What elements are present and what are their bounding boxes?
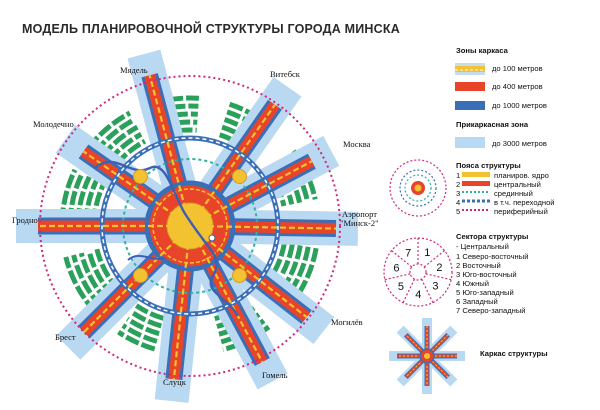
legend-3000m-label: до 3000 метров <box>492 139 547 148</box>
label-mogilev: Могилёв <box>331 317 363 327</box>
legend-sector-7: 7 Северо-западный <box>456 306 526 315</box>
legend-frame-structure-title: Каркас структуры <box>480 349 548 358</box>
green-zone-arc-4-2 <box>276 244 303 297</box>
label-brest: Брест <box>55 332 76 342</box>
label-vitebsk: Витебск <box>270 69 300 79</box>
mini-sector-number-7: 7 <box>405 247 411 259</box>
legend-frame-zones-title: Зоны каркаса <box>456 46 508 55</box>
axis-100m-slutsk <box>172 225 192 380</box>
mini-sector-number-2: 2 <box>436 262 442 274</box>
mini-sector-number-1: 1 <box>424 247 430 259</box>
sub-center-node-3 <box>231 267 247 283</box>
label-gomel: Гомель <box>262 370 288 380</box>
legend-belt-1-num: 1 <box>456 171 461 180</box>
legend-sector-3: 3 Юго-восточный <box>456 270 517 279</box>
label-slutsk: Слуцк <box>163 377 186 387</box>
legend-belt-2-label: центральный <box>494 180 541 189</box>
legend-100m-label: до 100 метров <box>492 64 543 73</box>
legend-belts-title: Пояса структуры <box>456 161 521 170</box>
legend-sector-central: - Центральный <box>456 242 509 251</box>
mini-sector-divider-3 <box>425 273 452 281</box>
mini-sector-divider-4 <box>420 278 434 303</box>
mini-sectors-center <box>409 263 427 281</box>
label-airport: Аэропорт <box>342 209 377 219</box>
legend-3000m-swatch <box>455 137 485 148</box>
mini-belt-core <box>414 184 422 192</box>
legend-belt-4-num: 4 <box>456 198 461 207</box>
legend-belt-5-num: 5 <box>456 207 461 216</box>
legend-belt-4-label: в т.ч. переходной <box>494 198 555 207</box>
green-zone-arc-6-2 <box>126 316 160 337</box>
label-grodno: Гродно <box>12 215 38 225</box>
legend-100m-swatch <box>455 66 485 72</box>
legend-sector-4: 4 Южный <box>456 279 489 288</box>
sub-center-node-2 <box>231 169 247 185</box>
label-moskva: Москва <box>343 139 371 149</box>
core-marker <box>208 234 216 242</box>
mini-sector-divider-6 <box>384 273 411 281</box>
legend-sector-5: 5 Юго-западный <box>456 288 514 297</box>
legend-sector-6: 6 Западный <box>456 297 498 306</box>
green-zone-arc-6-1 <box>130 310 163 329</box>
label-molodechno: Молодечно <box>33 119 74 129</box>
axis-100m-myadel <box>148 75 192 227</box>
mini-sectors-outer <box>383 237 453 307</box>
mini-belt-peripheral <box>389 159 447 217</box>
green-zone-arc-6-4 <box>117 330 156 352</box>
mini-belt-transitional <box>399 169 437 207</box>
belt-transitional-dash <box>101 137 279 315</box>
legend-sector-1: 1 Северо-восточный <box>456 252 529 261</box>
center-nodes <box>133 169 247 283</box>
axis-100m-vitebsk <box>189 104 276 227</box>
axis-100m-gomel <box>189 225 264 363</box>
sub-center-node-1 <box>133 169 149 185</box>
legend-belt-3-label: срединный <box>494 189 533 198</box>
legend-1000m-label: до 1000 метров <box>492 101 547 110</box>
legend-400m-swatch <box>455 82 485 91</box>
mini-frame-core <box>424 353 430 359</box>
mini-belt-middle <box>404 174 432 202</box>
legend-sectors-title: Сектора структуры <box>456 232 529 241</box>
axis-100m-airport <box>189 224 336 230</box>
legend-belt-5-label: периферийный <box>494 207 548 216</box>
mini-sector-number-6: 6 <box>393 262 399 274</box>
mini-sector-divider-5 <box>402 278 416 303</box>
axis-100m-mogilev <box>189 225 308 318</box>
legend-belt-2-sample <box>462 181 490 186</box>
legend-sector-2: 2 Восточный <box>456 261 501 270</box>
legend-belt-3-num: 3 <box>456 189 461 198</box>
river-tributary <box>127 255 166 261</box>
mini-sector-number-5: 5 <box>398 281 404 293</box>
mini-sector-number-3: 3 <box>432 280 438 292</box>
legend-belt-1-sample <box>462 172 490 177</box>
legend-suburban-zone-title: Прикаркасная зона <box>456 120 529 129</box>
axis-100m-moskva <box>189 160 313 227</box>
legend-belt-1-label: планиров. ядро <box>494 171 549 180</box>
mini-sector-divider-2 <box>423 250 445 268</box>
label-airport-name: "Минск-2" <box>340 218 379 228</box>
label-myadel: Мядель <box>120 65 148 75</box>
legend-belt-2-num: 2 <box>456 180 461 189</box>
mini-sector-divider-7 <box>391 250 413 268</box>
diagram-title: МОДЕЛЬ ПЛАНИРОВОЧНОЙ СТРУКТУРЫ ГОРОДА МИ… <box>22 22 400 36</box>
mini-sector-number-4: 4 <box>415 289 421 301</box>
sub-center-node-4 <box>133 267 149 283</box>
green-zone-arc-6-3 <box>121 323 158 344</box>
legend-1000m-swatch <box>455 101 485 110</box>
legend-400m-label: до 400 метров <box>492 82 543 91</box>
